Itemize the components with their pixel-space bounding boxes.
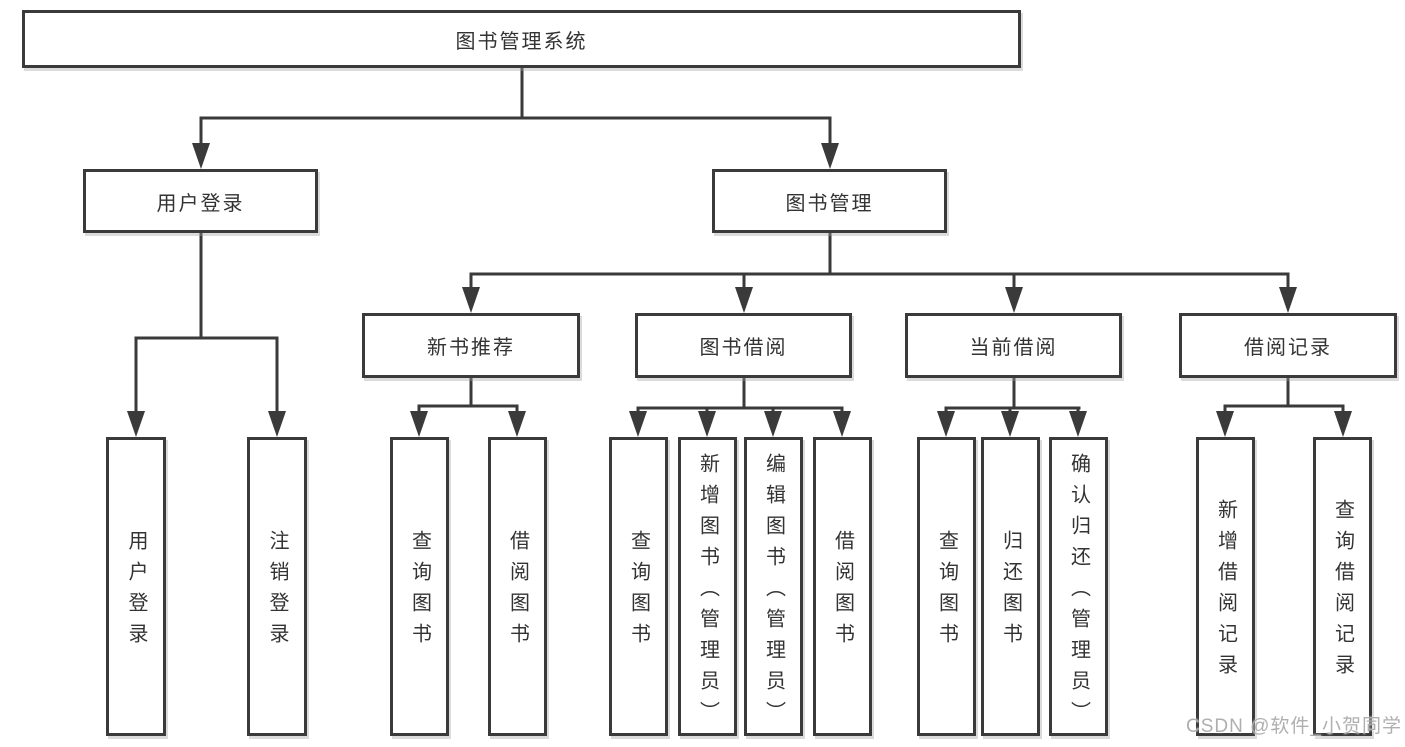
node-user-login: 用户登录 (83, 169, 318, 233)
node-book-management: 图书管理 (712, 169, 947, 233)
node-borrow-books-action-label: 借阅图书 (831, 530, 854, 654)
node-query-borrow-record-label: 查询借阅记录 (1331, 499, 1354, 685)
node-return-book-label: 归还图书 (999, 530, 1022, 654)
node-borrow-books-recommend: 借阅图书 (488, 437, 547, 736)
connector-book-borrow-branch (629, 378, 851, 437)
node-edit-book-admin-label: 编辑图书（管理员） (762, 452, 785, 732)
node-borrow-books-action: 借阅图书 (813, 437, 872, 736)
node-add-borrow-record: 新增借阅记录 (1196, 437, 1255, 736)
node-add-book-admin-label: 新增图书（管理员） (696, 452, 719, 732)
node-query-books-recommend-label: 查询图书 (408, 530, 431, 654)
node-library-management-system: 图书管理系统 (22, 10, 1021, 68)
node-query-books-borrow: 查询图书 (609, 437, 668, 736)
node-query-borrow-record: 查询借阅记录 (1313, 437, 1372, 736)
node-query-books-borrow-label: 查询图书 (627, 530, 650, 654)
connector-current-borrow-branch (937, 378, 1087, 437)
node-query-books-current: 查询图书 (917, 437, 976, 736)
node-user-login-action-label: 用户登录 (125, 530, 147, 654)
connector-borrow-records-branch (1216, 378, 1352, 437)
connector-book-management-to-level3 (462, 233, 1297, 313)
node-borrow-books-recommend-label: 借阅图书 (506, 530, 529, 654)
node-edit-book-admin: 编辑图书（管理员） (744, 437, 803, 736)
node-return-book: 归还图书 (981, 437, 1040, 736)
node-confirm-return-admin-label: 确认归还（管理员） (1067, 452, 1090, 732)
node-query-books-current-label: 查询图书 (935, 530, 958, 654)
csdn-watermark: CSDN @软件_小贺同学 (1186, 716, 1402, 737)
node-add-borrow-record-label: 新增借阅记录 (1214, 499, 1237, 685)
node-book-borrow: 图书借阅 (635, 313, 852, 378)
node-user-login-action: 用户登录 (106, 437, 166, 736)
connector-root-to-level2 (192, 68, 839, 169)
node-logout-action-label: 注销登录 (266, 530, 288, 654)
node-query-books-recommend: 查询图书 (390, 437, 449, 736)
node-confirm-return-admin: 确认归还（管理员） (1049, 437, 1108, 736)
connector-new-book-recommend-branch (410, 378, 526, 437)
connector-user-login-branch (127, 233, 286, 437)
node-borrow-records: 借阅记录 (1179, 313, 1397, 378)
node-new-book-recommend: 新书推荐 (362, 313, 580, 378)
node-current-borrow: 当前借阅 (905, 313, 1122, 378)
node-add-book-admin: 新增图书（管理员） (678, 437, 737, 736)
node-logout-action: 注销登录 (247, 437, 307, 736)
